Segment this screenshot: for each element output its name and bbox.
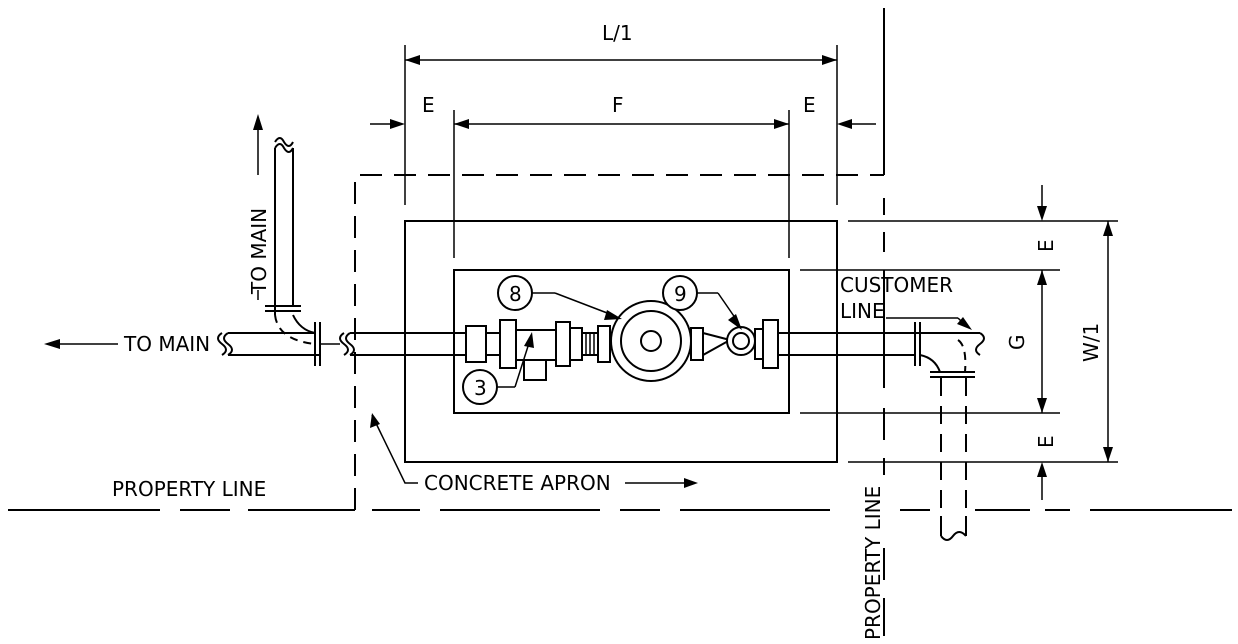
customer-riser — [940, 378, 967, 541]
property-line-vertical-label: PROPERTY LINE — [861, 486, 885, 640]
callout-9-label: 9 — [674, 282, 687, 306]
water-meter — [610, 300, 692, 382]
dimension-e-bottom-label: E — [1034, 435, 1058, 448]
dimension-edge-bottom — [1037, 462, 1047, 500]
dimension-inner-length — [453, 110, 790, 258]
customer-line-label-1: CUSTOMER — [840, 273, 953, 297]
dimension-edge-left — [370, 119, 405, 129]
dimension-l1-label: L/1 — [602, 21, 633, 45]
dimension-e-left-label: E — [422, 93, 435, 117]
callout-8 — [497, 275, 622, 320]
meter-box-inner — [453, 269, 790, 414]
dimension-overall-width — [1103, 221, 1113, 462]
concrete-apron-outline — [354, 8, 885, 510]
dimension-extension-lines-right — [800, 220, 1118, 463]
customer-line-label-2: LINE — [840, 299, 885, 323]
service-pipe-right — [778, 322, 985, 378]
gate-valve-left — [465, 319, 611, 381]
to-main-horizontal-label: TO MAIN — [123, 332, 210, 356]
dimension-edge-right — [837, 119, 876, 129]
meter-valve-right — [690, 319, 779, 369]
callout-3-label: 3 — [474, 376, 487, 400]
riser-pipe-to-main — [253, 114, 316, 345]
dimension-inner-width — [1037, 270, 1047, 413]
dimension-e-right-label: E — [803, 93, 816, 117]
dimension-g-label: G — [1005, 335, 1029, 351]
concrete-apron-leader — [370, 413, 698, 488]
callout-9 — [662, 275, 742, 330]
customer-line-leader — [886, 317, 972, 330]
concrete-apron-label: CONCRETE APRON — [424, 471, 611, 495]
property-line-label: PROPERTY LINE — [112, 477, 266, 501]
meter-box-outer — [404, 220, 838, 463]
callout-8-label: 8 — [509, 282, 522, 306]
dimension-overall-length — [404, 45, 838, 205]
to-main-arrow — [44, 339, 118, 349]
dimension-w1-label: W/1 — [1079, 323, 1103, 362]
dimension-e-top-label: E — [1034, 239, 1058, 252]
dimension-edge-top — [1037, 185, 1047, 221]
dimension-f-label: F — [612, 93, 624, 117]
to-main-vertical-label: TO MAIN — [247, 208, 271, 295]
service-pipe-left — [217, 322, 466, 366]
callout-3 — [462, 332, 534, 405]
